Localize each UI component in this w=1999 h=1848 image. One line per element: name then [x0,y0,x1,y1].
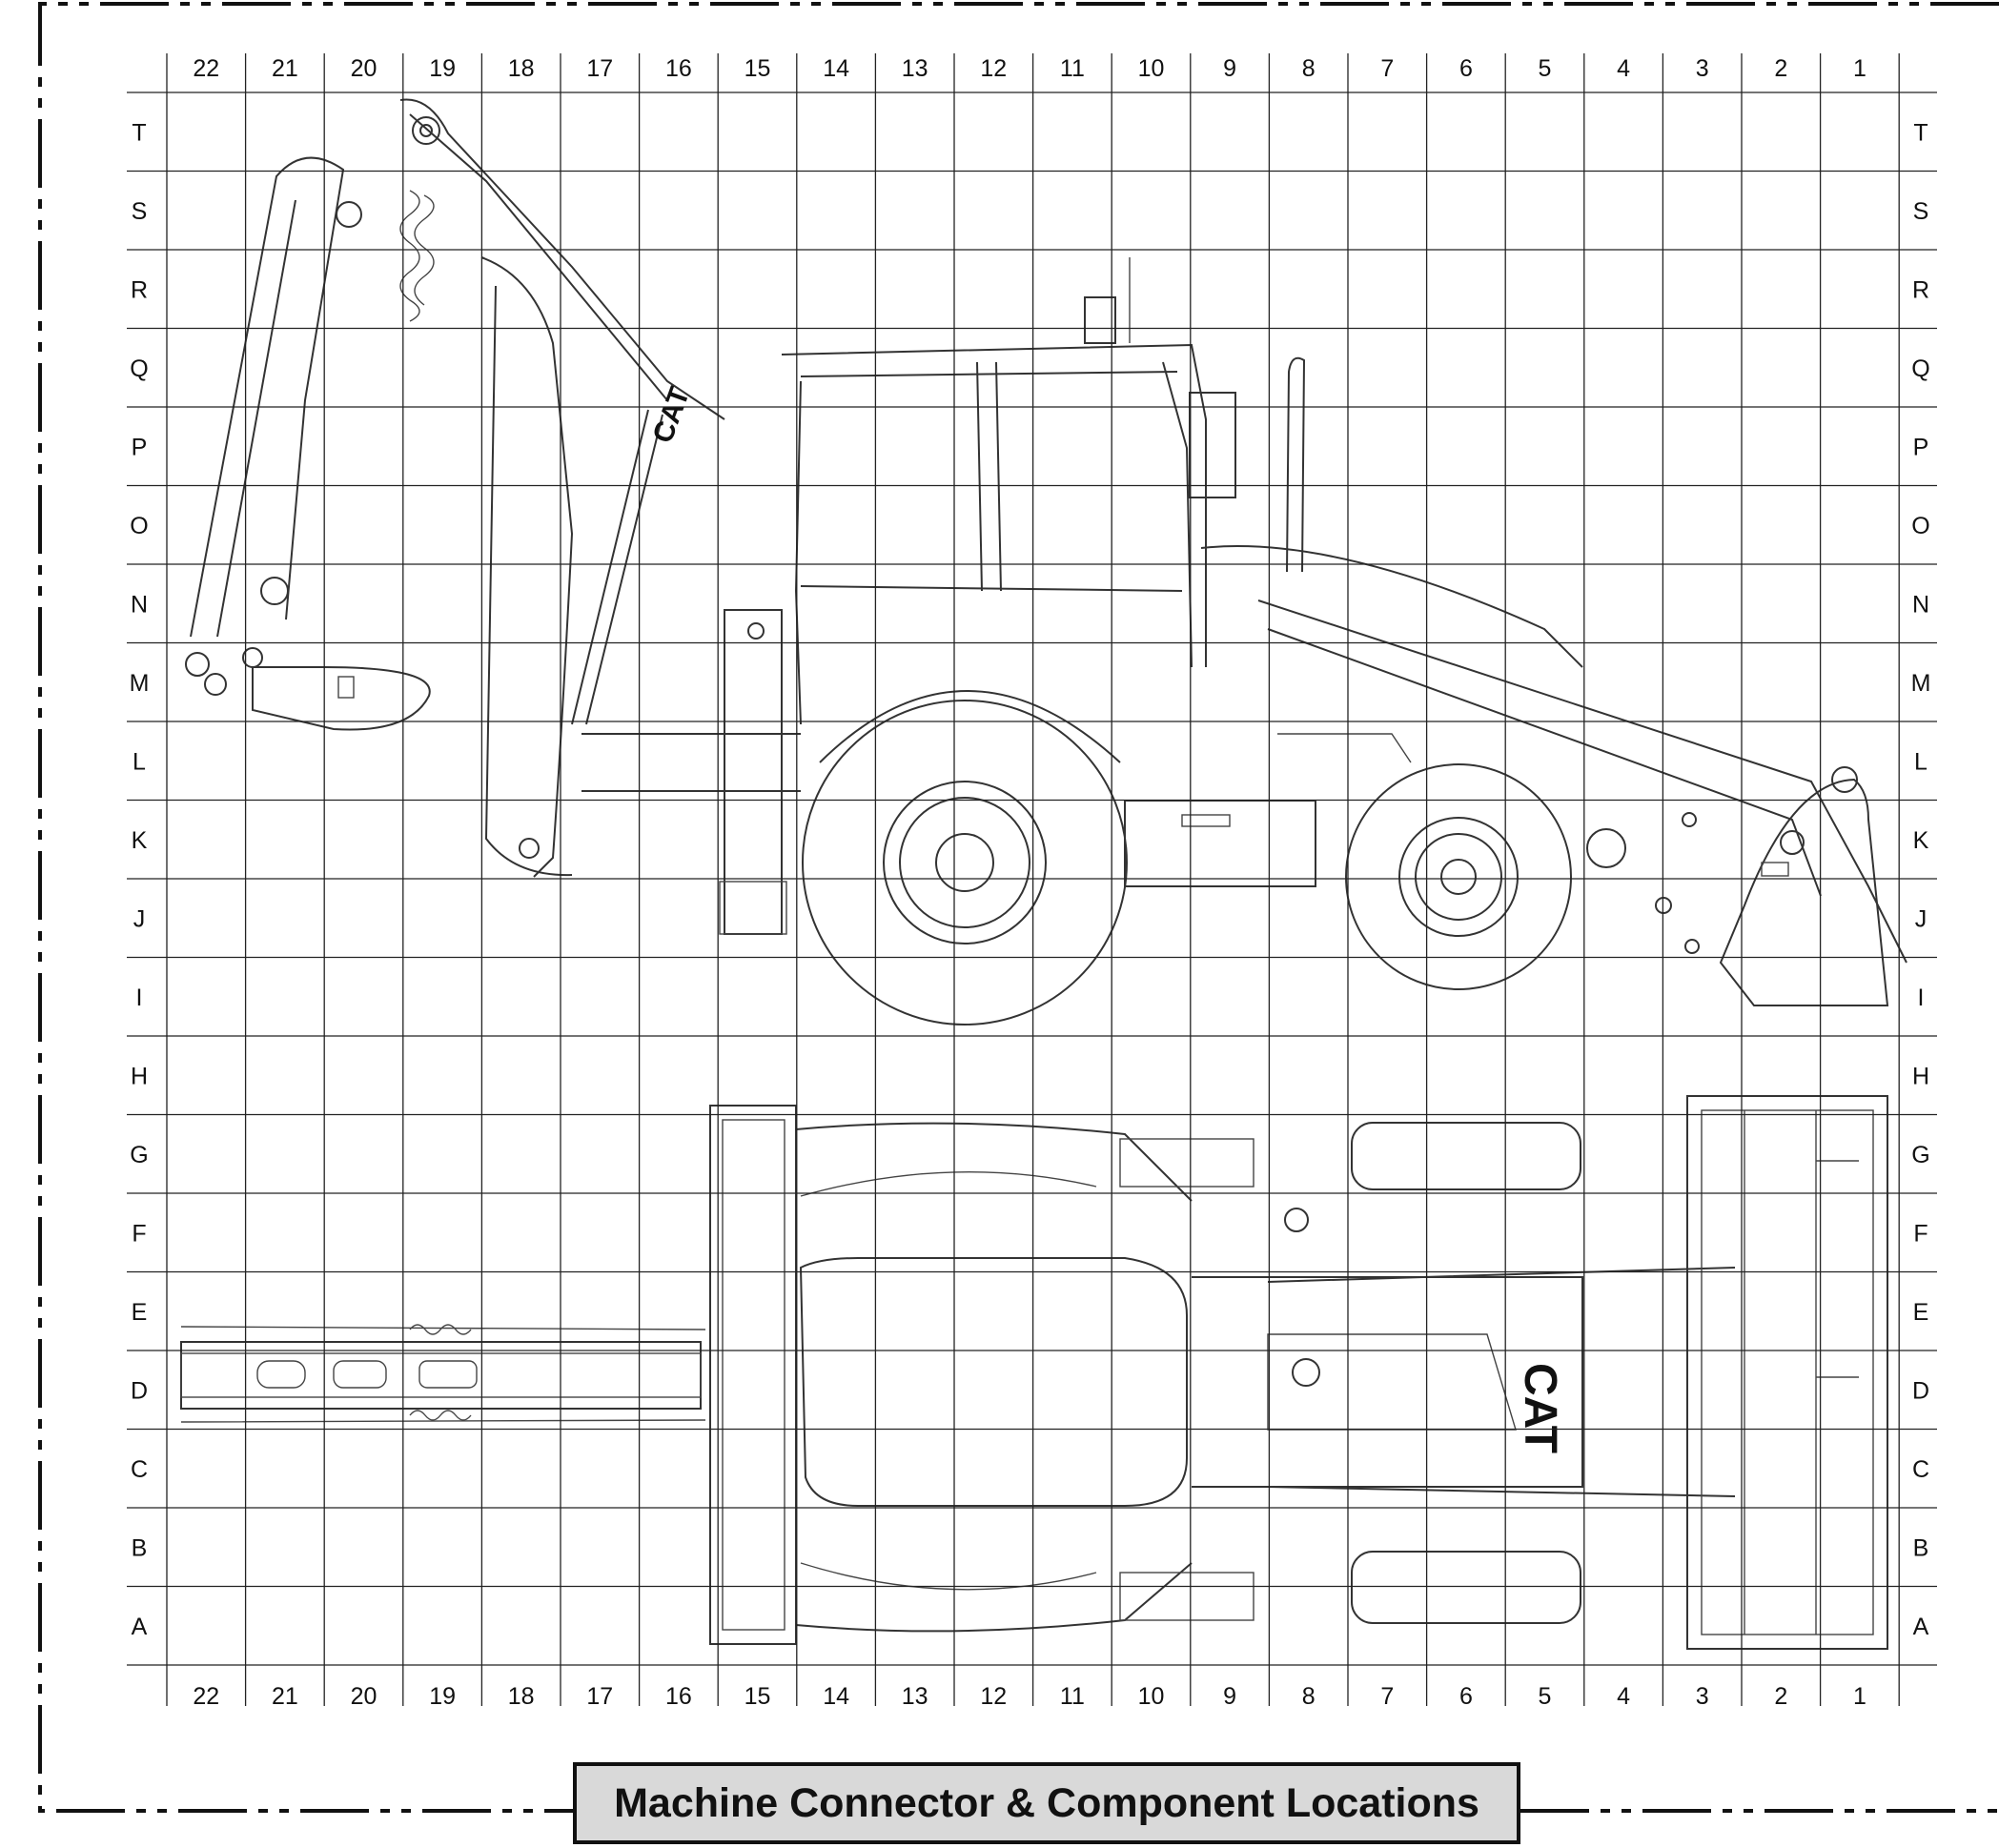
column-label: 8 [1302,55,1316,82]
column-label: 2 [1774,1683,1787,1710]
column-label: 19 [429,1683,456,1710]
column-label: 11 [1060,55,1085,82]
row-label: G [1911,1142,1929,1168]
row-label: O [130,513,148,539]
column-label: 5 [1539,55,1552,82]
row-label: K [1913,827,1929,854]
row-label: T [1913,119,1928,146]
row-labels-left: T S R Q P O N M L K J I H G F E D C B A [130,119,150,1640]
column-label: 17 [586,55,613,82]
column-label: 3 [1696,1683,1709,1710]
top-view-logo: CAT [1515,1363,1565,1453]
column-label: 12 [980,55,1007,82]
row-labels-right: T S R Q P O N M L K J I H G F E D C B A [1911,119,1931,1640]
column-label: 4 [1617,1683,1630,1710]
row-label: L [133,748,146,775]
grid-lines [127,53,1937,1706]
column-label: 20 [351,1683,377,1710]
column-label: 22 [193,55,219,82]
column-label: 22 [193,1683,219,1710]
column-label: 5 [1539,1683,1552,1710]
column-label: 1 [1853,1683,1866,1710]
row-label: R [1912,276,1929,303]
column-label: 15 [745,1683,771,1710]
row-label: F [1913,1220,1928,1247]
side-view-logo: CAT [647,383,696,447]
column-label: 16 [665,55,692,82]
column-label: 9 [1223,55,1236,82]
row-label: Q [1911,355,1929,382]
column-label: 18 [508,55,535,82]
title-banner: Machine Connector & Component Locations [573,1762,1520,1844]
column-label: 19 [429,55,456,82]
column-label: 9 [1223,1683,1236,1710]
column-label: 16 [665,1683,692,1710]
row-label: J [1915,905,1928,932]
column-label: 10 [1138,1683,1165,1710]
column-label: 15 [745,55,771,82]
column-label: 21 [272,55,298,82]
row-label: C [1912,1456,1929,1483]
column-label: 7 [1380,55,1394,82]
row-label: L [1914,748,1928,775]
row-label: M [1911,670,1931,697]
column-label: 14 [823,55,849,82]
column-label: 3 [1696,55,1709,82]
row-label: H [1912,1063,1929,1089]
column-label: 21 [272,1683,298,1710]
row-label: I [136,985,143,1011]
column-label: 18 [508,1683,535,1710]
row-label: A [1913,1614,1929,1640]
row-label: G [130,1142,148,1168]
row-label: O [1911,513,1929,539]
column-label: 7 [1380,1683,1394,1710]
backhoe-top-view: CAT [180,1095,1888,1650]
column-label: 6 [1459,55,1473,82]
column-label: 12 [980,1683,1007,1710]
dashed-frame [38,2,1999,1813]
row-label: A [132,1614,148,1640]
row-label: D [1912,1377,1929,1404]
column-label: 13 [902,1683,928,1710]
row-label: P [132,434,148,460]
row-label: J [133,905,146,932]
row-label: M [130,670,150,697]
row-label: K [132,827,148,854]
row-label: F [132,1220,146,1247]
column-label: 8 [1302,1683,1316,1710]
row-label: E [132,1299,148,1326]
row-label: B [132,1534,148,1561]
row-label: Q [130,355,148,382]
column-label: 20 [351,55,377,82]
row-label: D [131,1377,148,1404]
column-label: 13 [902,55,928,82]
row-label: R [131,276,148,303]
row-label: I [1918,985,1925,1011]
backhoe-side-view: CAT [185,98,1907,1026]
row-label: B [1913,1534,1929,1561]
column-label: 10 [1138,55,1165,82]
column-label: 11 [1060,1683,1085,1710]
row-label: T [132,119,146,146]
column-label: 6 [1459,1683,1473,1710]
row-label: E [1913,1299,1929,1326]
row-label: P [1913,434,1929,460]
column-label: 1 [1853,55,1866,82]
row-label: C [131,1456,148,1483]
column-label: 14 [823,1683,849,1710]
row-label: S [1913,198,1929,225]
column-label: 2 [1774,55,1787,82]
row-label: N [1912,591,1929,618]
column-label: 4 [1617,55,1630,82]
row-label: S [132,198,148,225]
row-label: N [131,591,148,618]
row-label: H [131,1063,148,1089]
diagram-title: Machine Connector & Component Locations [614,1779,1479,1826]
column-label: 17 [586,1683,613,1710]
